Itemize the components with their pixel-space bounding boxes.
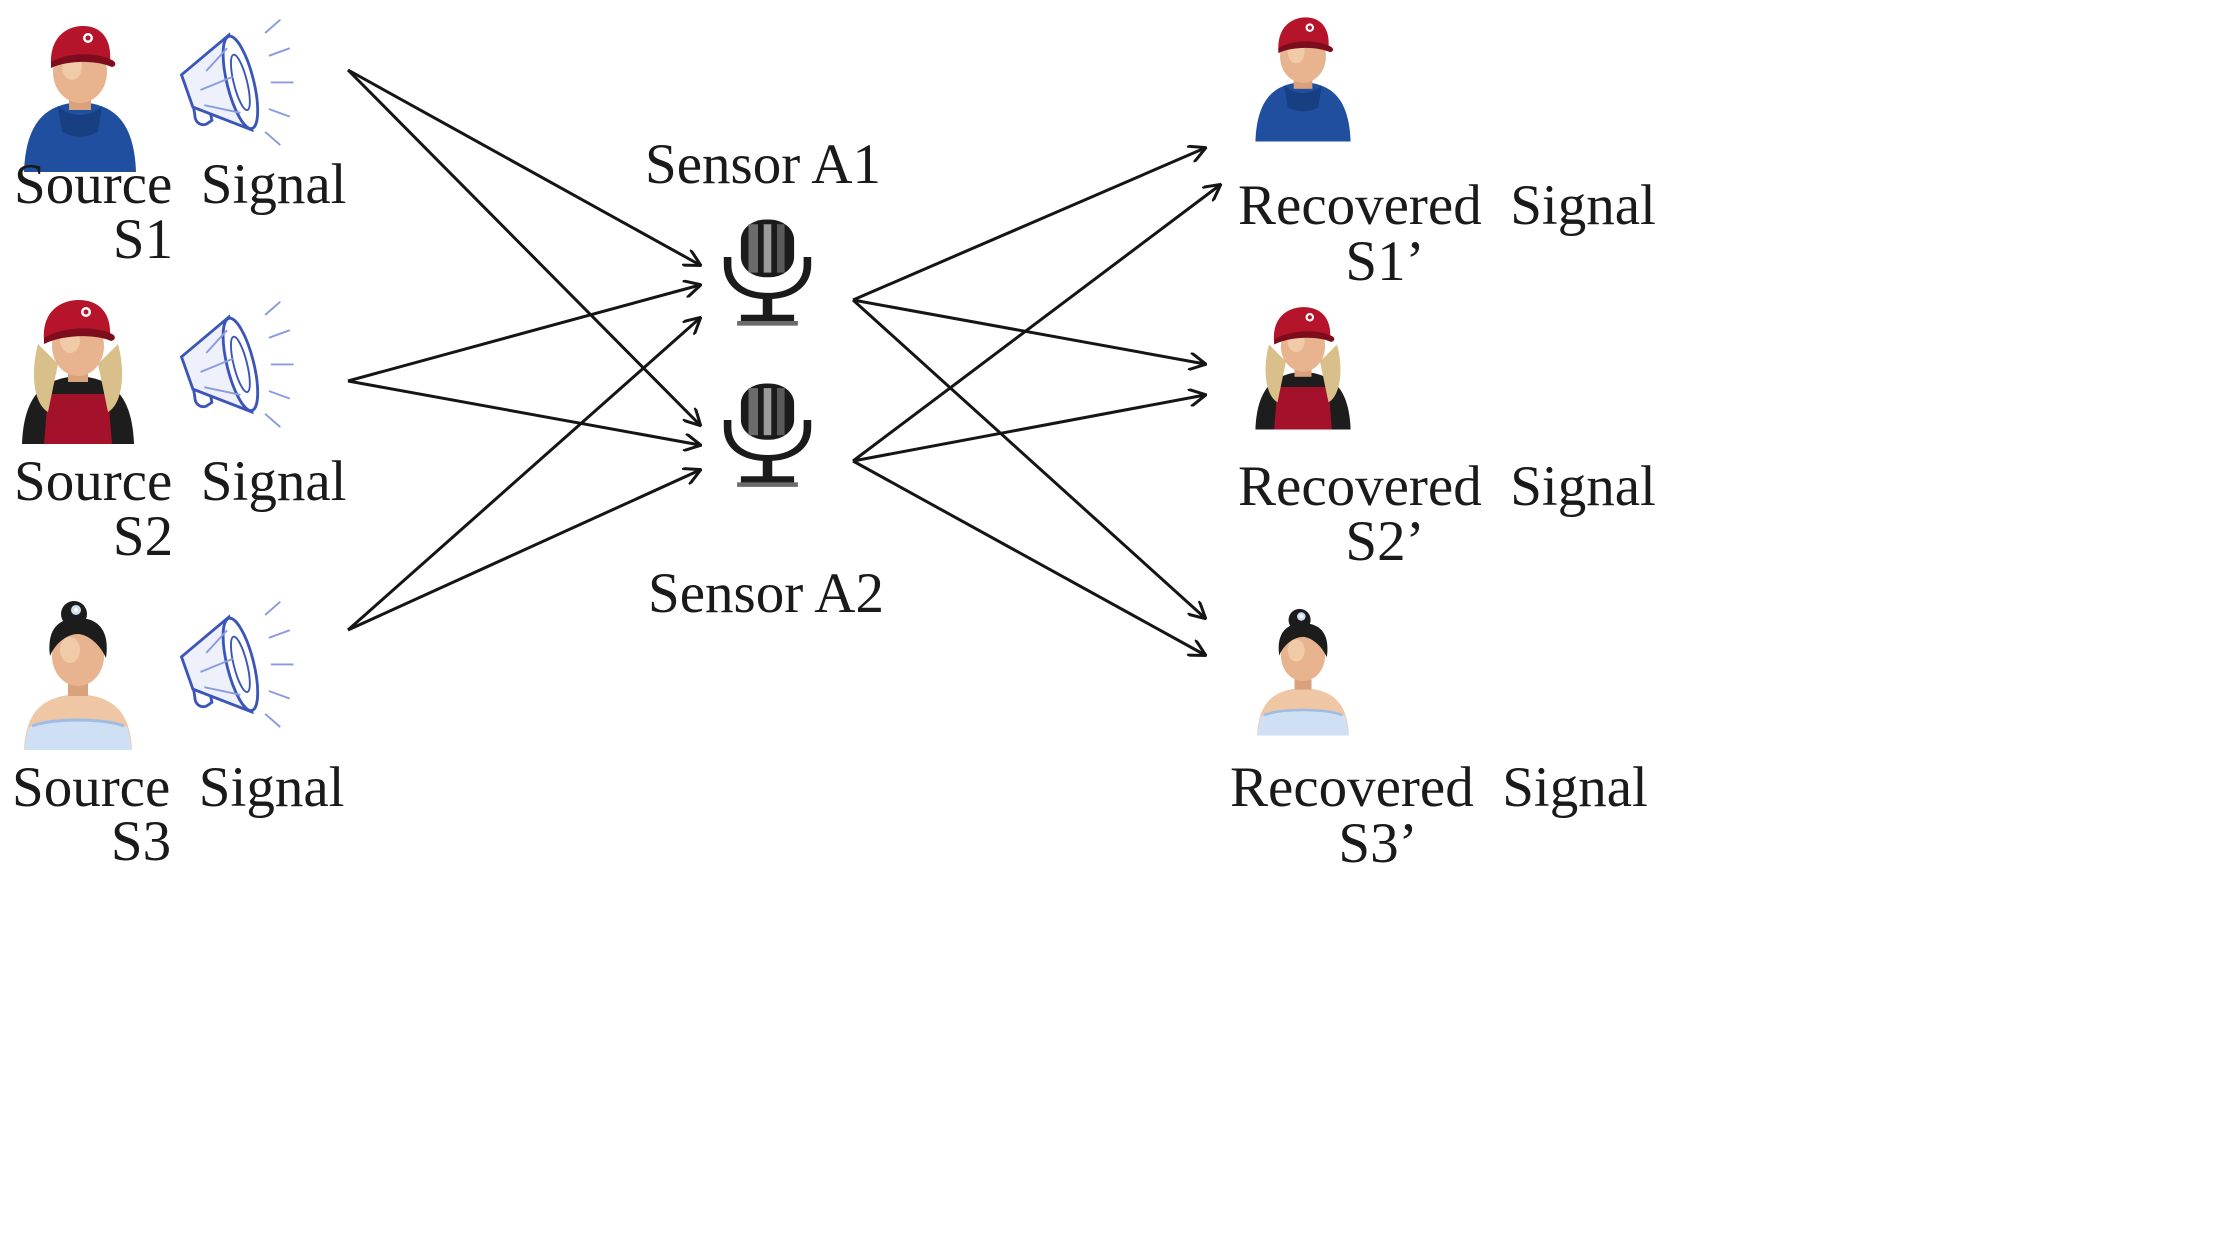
arrow-s2-to-a1 (347, 285, 700, 383)
recovered-s1-id: S1’ (1345, 230, 1424, 293)
recovered-s3-label: Recovered Signal (1230, 756, 1648, 819)
avatar-woman-bun-icon (22, 599, 134, 752)
source-s2: Source Signal S2 (14, 300, 346, 568)
arrow-s1-to-a1 (347, 68, 700, 265)
sensor-a2: Sensor A2 (648, 384, 884, 625)
sensor-a1: Sensor A1 (645, 133, 881, 326)
arrow-a2-to-r2 (852, 395, 1205, 463)
recovered-s2-label: Recovered Signal (1238, 455, 1656, 518)
separation-arrows (851, 148, 1220, 655)
avatar-woman-cap-icon (1255, 307, 1351, 430)
loudspeaker-icon (180, 18, 296, 147)
arrow-s3-to-a2 (347, 470, 700, 632)
source-s1-id: S1 (113, 208, 173, 271)
microphone-icon (728, 384, 808, 487)
source-s3: Source Signal S3 (12, 599, 344, 873)
recovered-s1-label: Recovered Signal (1238, 174, 1656, 237)
source-s1-label: Source Signal (14, 153, 346, 216)
arrow-a1-to-r1 (852, 148, 1205, 302)
arrow-a1-to-r3 (851, 298, 1205, 618)
arrow-a1-to-r2 (852, 298, 1205, 364)
avatar-woman-bun-icon (1255, 607, 1351, 737)
loudspeaker-icon (180, 600, 296, 729)
arrow-a2-to-r1 (852, 185, 1220, 463)
source-s1: Source Signal S1 (14, 18, 346, 271)
source-s2-label: Source Signal (14, 450, 346, 513)
source-s2-id: S2 (113, 505, 173, 568)
recovered-s2: Recovered Signal S2’ (1238, 307, 1656, 573)
avatar-man-icon (1255, 17, 1351, 142)
recovered-s3: Recovered Signal S3’ (1230, 607, 1648, 875)
arrow-s3-to-a1 (347, 318, 700, 632)
recovered-s3-id: S3’ (1338, 812, 1417, 875)
recovered-s2-id: S2’ (1345, 510, 1424, 573)
microphone-icon (728, 220, 808, 326)
sensor-a2-label: Sensor A2 (648, 562, 884, 625)
source-s3-label: Source Signal (12, 756, 344, 819)
loudspeaker-icon (180, 300, 296, 429)
mixing-arrows (346, 68, 700, 632)
avatar-man-icon (24, 26, 136, 172)
avatar-woman-cap-icon (22, 300, 134, 444)
arrow-s1-to-a2 (346, 68, 700, 425)
recovered-s1: Recovered Signal S1’ (1238, 17, 1656, 293)
sensor-a1-label: Sensor A1 (645, 133, 881, 196)
arrow-s2-to-a2 (347, 379, 700, 445)
source-s3-id: S3 (111, 810, 171, 873)
arrow-a2-to-r3 (852, 459, 1205, 655)
